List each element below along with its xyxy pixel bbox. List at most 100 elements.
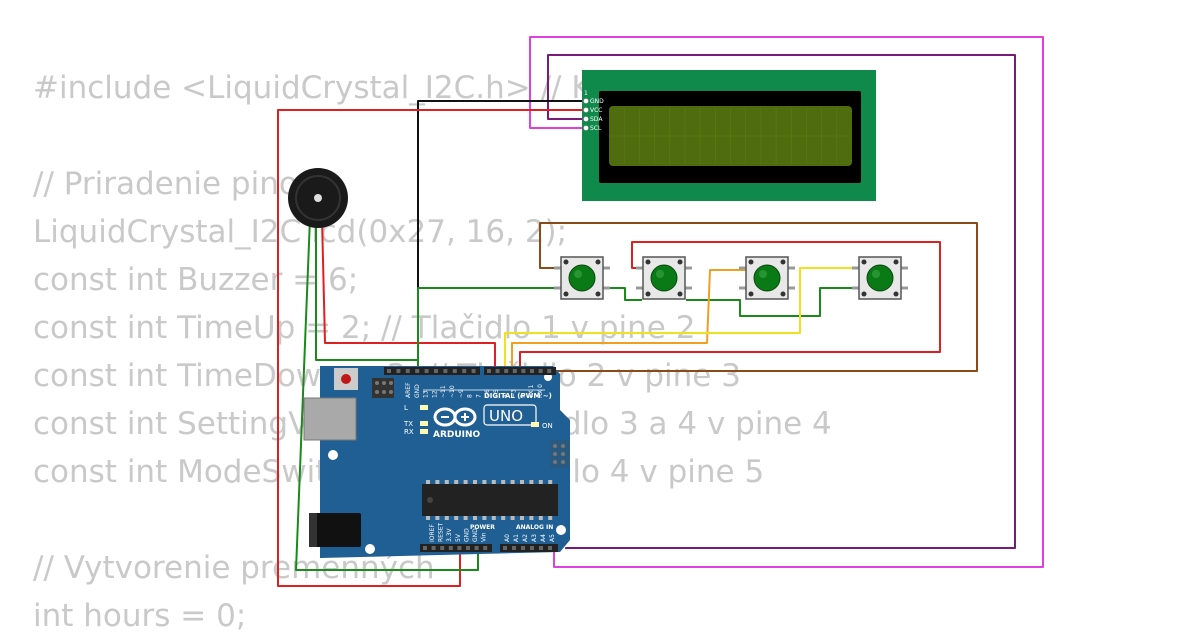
lcd-character-grid bbox=[611, 108, 850, 164]
header-hole bbox=[440, 546, 445, 550]
lcd-pin-label: SCL bbox=[590, 125, 602, 132]
lcd-pin-sda[interactable] bbox=[583, 116, 589, 122]
header-hole bbox=[431, 546, 436, 550]
chip-leg bbox=[426, 480, 430, 484]
button-corner bbox=[780, 291, 786, 297]
arduino-logo-icon bbox=[433, 407, 477, 427]
button-cap[interactable] bbox=[650, 264, 678, 292]
pin-label: GND bbox=[463, 528, 470, 542]
chip-leg bbox=[426, 516, 430, 520]
pin-label: ~11 bbox=[440, 385, 447, 398]
icsp-header-1 bbox=[372, 378, 394, 398]
pin-label: ~10 bbox=[449, 385, 456, 398]
button-leg bbox=[739, 266, 749, 270]
header-hole bbox=[495, 369, 500, 373]
button-1[interactable] bbox=[554, 256, 610, 300]
button-leg bbox=[600, 286, 610, 290]
pin-label: 2 bbox=[519, 394, 526, 398]
lcd-pin-vcc[interactable] bbox=[583, 107, 589, 113]
analog-header bbox=[500, 544, 558, 552]
code-line: // Vytvorenie premenných bbox=[33, 550, 435, 586]
button-corner bbox=[677, 259, 683, 265]
button-cap[interactable] bbox=[568, 264, 596, 292]
chip-leg bbox=[491, 480, 496, 484]
lcd-pin-label: GND bbox=[590, 98, 604, 105]
header-hole bbox=[423, 546, 427, 550]
button-corner bbox=[748, 259, 754, 265]
push-buttons bbox=[554, 256, 908, 300]
button-cap[interactable] bbox=[866, 264, 894, 292]
wire-yellow bbox=[504, 267, 858, 368]
button-leg bbox=[636, 286, 646, 290]
chip-leg bbox=[463, 516, 468, 520]
power-header-label: POWER bbox=[470, 524, 495, 531]
button-3[interactable] bbox=[739, 256, 795, 300]
header-hole bbox=[512, 369, 517, 373]
button-cap-highlight bbox=[872, 270, 880, 278]
icsp-header-2 bbox=[550, 440, 570, 468]
wire-orange bbox=[511, 269, 746, 368]
header-hole bbox=[530, 546, 534, 550]
header-hole bbox=[530, 369, 534, 373]
header-hole bbox=[405, 369, 410, 373]
button-leg bbox=[600, 266, 610, 270]
led-tx bbox=[420, 421, 428, 426]
wire-green-ground bbox=[295, 217, 479, 571]
mount-hole bbox=[556, 525, 566, 535]
digital-header-2 bbox=[484, 367, 556, 375]
header-hole bbox=[396, 369, 401, 373]
button-corner bbox=[563, 259, 569, 265]
chip-leg bbox=[520, 516, 524, 520]
chip-leg bbox=[491, 516, 496, 520]
on-led bbox=[531, 422, 539, 427]
button-cap-highlight bbox=[759, 270, 767, 278]
button-4[interactable] bbox=[852, 256, 908, 300]
chip-leg bbox=[538, 516, 543, 520]
header-hole bbox=[538, 369, 543, 373]
pin-label: A3 bbox=[531, 534, 538, 542]
chip-leg bbox=[444, 516, 449, 520]
arduino-model: UNO bbox=[489, 407, 523, 425]
button-corner bbox=[595, 259, 601, 265]
pin-label: RX 0 bbox=[537, 384, 544, 398]
button-2[interactable] bbox=[636, 256, 692, 300]
chip-leg bbox=[548, 516, 553, 520]
buzzer-ring bbox=[295, 175, 341, 221]
digital-header-label: DIGITAL (PWM ~) bbox=[484, 392, 552, 400]
header-hole bbox=[483, 546, 488, 550]
header-hole bbox=[487, 369, 491, 373]
button-cap[interactable] bbox=[753, 264, 781, 292]
chip-leg bbox=[510, 480, 515, 484]
lcd-pin-scl[interactable] bbox=[583, 125, 589, 131]
chip-leg bbox=[444, 480, 449, 484]
mount-hole bbox=[328, 450, 338, 460]
on-led-label: ON bbox=[542, 422, 553, 430]
header-hole bbox=[466, 546, 470, 550]
header-hole bbox=[547, 369, 552, 373]
led-label: TX bbox=[403, 420, 413, 428]
button-leg bbox=[785, 286, 795, 290]
wire-magenta-scl bbox=[529, 36, 1044, 568]
header-hole bbox=[512, 546, 516, 550]
button-cap-highlight bbox=[656, 270, 664, 278]
led-rx bbox=[420, 429, 428, 434]
lcd-pin-gnd[interactable] bbox=[583, 98, 589, 104]
button-corner bbox=[861, 259, 867, 265]
wire-black-gnd bbox=[417, 100, 586, 368]
button-corner bbox=[893, 291, 899, 297]
pin-label: AREF bbox=[405, 382, 412, 398]
pin-label: GND bbox=[414, 384, 421, 398]
header-hole bbox=[521, 369, 526, 373]
pin-label: A4 bbox=[540, 534, 547, 542]
button-leg bbox=[739, 286, 749, 290]
pin-label: 8 bbox=[467, 394, 474, 398]
button-corner bbox=[595, 291, 601, 297]
pin-label: ~5 bbox=[493, 389, 500, 398]
pin-label: RESET bbox=[438, 522, 445, 542]
code-line: const int Buzzer = 6; bbox=[33, 262, 359, 298]
led-l bbox=[420, 405, 428, 410]
header-hole bbox=[539, 546, 543, 550]
buzzer-hole bbox=[314, 194, 322, 202]
header-hole bbox=[521, 546, 525, 550]
pin-label: 5V bbox=[455, 533, 462, 542]
